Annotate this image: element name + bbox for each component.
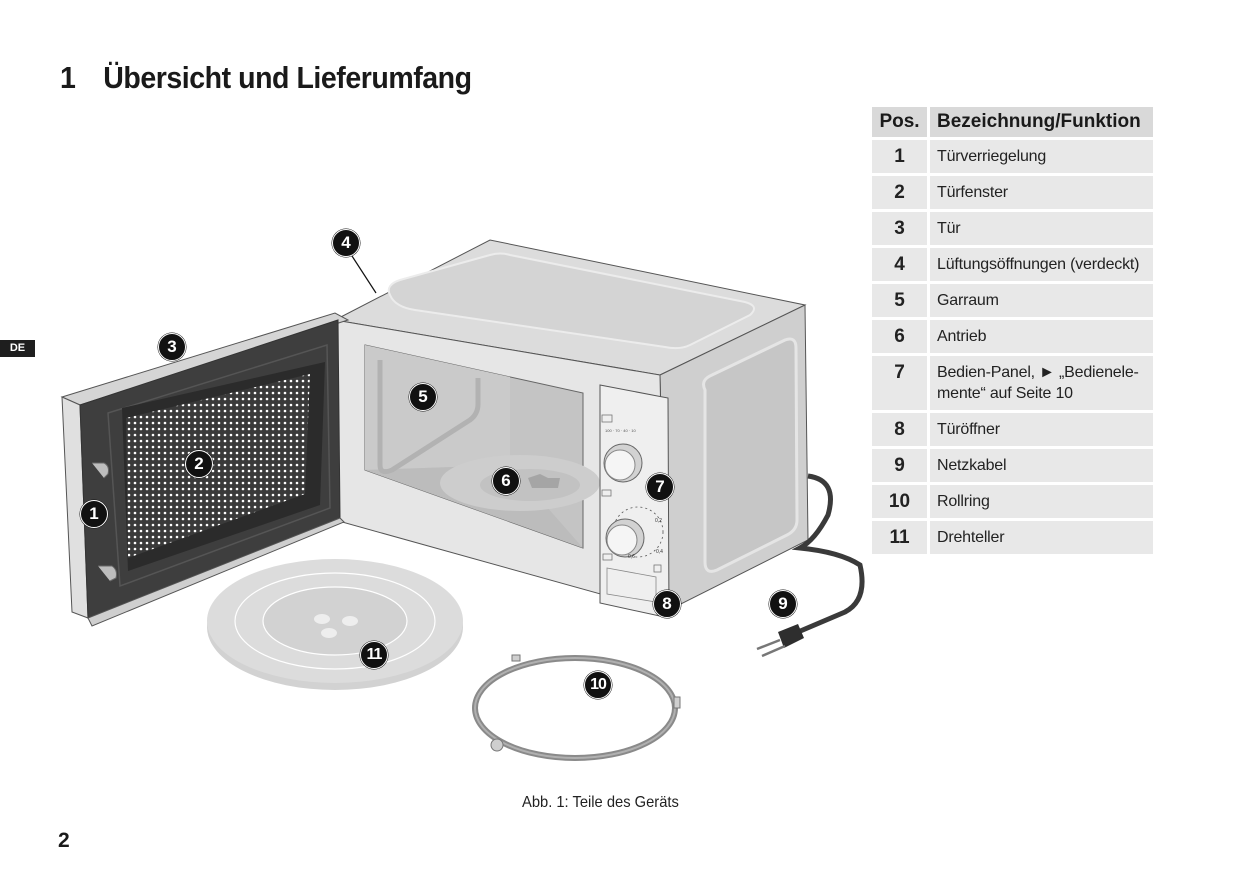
drive-coupler [528,474,560,488]
control-panel: 100 · 70 · 40 · 10 0,2 0,4 0,6 [599,384,670,619]
row-position: 8 [872,410,930,446]
row-description: Drehteller [930,518,1153,554]
row-position: 6 [872,317,930,353]
row-position: 1 [872,137,930,173]
callout-2-door-window: 2 [185,450,213,478]
row-position: 10 [872,482,930,518]
row-description: Tür [930,209,1153,245]
row-description: Bedien-Panel, ► „Bedienele-mente“ auf Se… [930,353,1153,410]
page-number: 2 [58,829,70,852]
callout-4-vents: 4 [332,229,360,257]
row-description: Türverriegelung [930,137,1153,173]
callout-5-cavity: 5 [409,383,437,411]
callout-9-power-cord: 9 [769,590,797,618]
roller-ring [472,654,681,761]
table-header-row: Pos. Bezeichnung/Funktion [872,107,1153,137]
callout-7-control-panel: 7 [646,473,674,501]
row-description: Türöffner [930,410,1153,446]
row-description: Netzkabel [930,446,1153,482]
column-header-description: Bezeichnung/Funktion [930,107,1153,137]
row-description: Antrieb [930,317,1153,353]
callout-3-door: 3 [158,333,186,361]
column-header-pos: Pos. [872,107,930,137]
row-description: Rollring [930,482,1153,518]
chapter-number: 1 [60,60,76,95]
chapter-title: Übersicht und Lieferumfang [103,60,472,95]
chapter-heading: 1 Übersicht und Lieferumfang [60,60,472,96]
row-position: 7 [872,353,930,410]
microwave-figure: 100 · 70 · 40 · 10 0,2 0,4 0,6 [60,229,865,761]
callout-11-turntable: 11 [360,641,388,669]
row-position: 11 [872,518,930,554]
row-description: Lüftungsöffnungen (verdeckt) [930,245,1153,281]
row-position: 2 [872,173,930,209]
svg-text:0,4: 0,4 [656,549,663,555]
row-position: 3 [872,209,930,245]
row-position: 9 [872,446,930,482]
door-latch-lower [98,565,117,582]
callout-4-leader [351,255,377,294]
row-description: Garraum [930,281,1153,317]
svg-text:0,2: 0,2 [655,518,662,524]
callout-1-door-latch: 1 [80,500,108,528]
row-description: Türfenster [930,173,1153,209]
language-tab: DE [0,340,35,357]
callout-8-door-opener: 8 [653,590,681,618]
turntable-plate [207,559,463,690]
microwave-illustration: 100 · 70 · 40 · 10 0,2 0,4 0,6 [60,239,865,761]
callout-6-drive: 6 [492,467,520,495]
door-latch-upper [92,462,109,479]
callout-10-roller-ring: 10 [584,671,612,699]
row-position: 4 [872,245,930,281]
power-cord [756,473,865,658]
row-position: 5 [872,281,930,317]
svg-text:100 · 70 · 40 · 10: 100 · 70 · 40 · 10 [605,428,636,433]
figure-caption: Abb. 1: Teile des Geräts [522,794,679,811]
svg-text:0,6: 0,6 [628,554,635,560]
